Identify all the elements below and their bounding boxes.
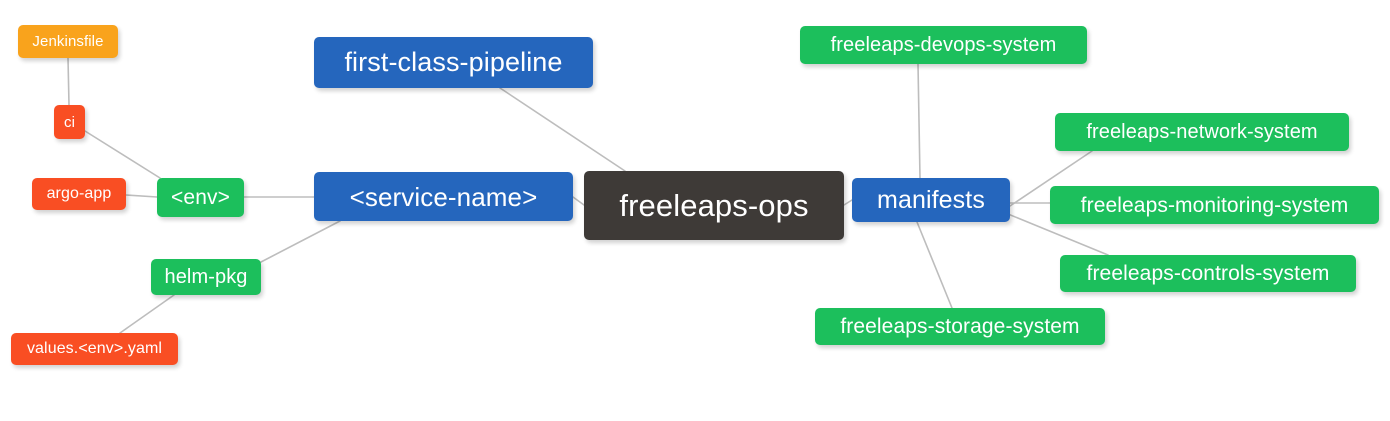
node-service-name[interactable]: <service-name> [314, 172, 573, 221]
node-helm-pkg[interactable]: helm-pkg [151, 259, 261, 295]
node-label: freeleaps-devops-system [830, 34, 1057, 56]
node-env[interactable]: <env> [157, 178, 244, 217]
node-label: freeleaps-monitoring-system [1080, 193, 1349, 217]
node-label: freeleaps-storage-system [840, 315, 1080, 338]
edge-env-to-ci [84, 130, 161, 179]
node-label: Jenkinsfile [32, 33, 104, 50]
node-freeleaps-storage-system[interactable]: freeleaps-storage-system [815, 308, 1105, 345]
node-freeleaps-ops[interactable]: freeleaps-ops [584, 171, 844, 240]
edge-manifests-to-freeleaps-devops-system [917, 63, 921, 179]
edge-service-name-to-helm-pkg [260, 220, 341, 263]
node-freeleaps-monitoring-system[interactable]: freeleaps-monitoring-system [1050, 186, 1379, 224]
node-freeleaps-devops-system[interactable]: freeleaps-devops-system [800, 26, 1087, 64]
edge-freeleaps-ops-to-first-class-pipeline [499, 87, 626, 172]
node-label: argo-app [46, 185, 112, 202]
edge-freeleaps-ops-to-manifests [843, 199, 853, 206]
node-label: <env> [171, 186, 230, 209]
node-ci[interactable]: ci [54, 105, 85, 139]
node-manifests[interactable]: manifests [852, 178, 1010, 222]
node-label: values.<env>.yaml [26, 340, 163, 357]
node-values-env-yaml[interactable]: values.<env>.yaml [11, 333, 178, 365]
node-first-class-pipeline[interactable]: first-class-pipeline [314, 37, 593, 88]
edge-manifests-to-freeleaps-storage-system [916, 221, 953, 309]
node-label: freeleaps-network-system [1086, 121, 1318, 143]
node-jenkinsfile[interactable]: Jenkinsfile [18, 25, 118, 58]
node-label: ci [63, 113, 76, 131]
node-label: freeleaps-controls-system [1086, 262, 1330, 285]
node-label: first-class-pipeline [344, 47, 563, 77]
node-label: manifests [877, 185, 985, 214]
edge-env-to-argo-app [125, 194, 158, 198]
edge-helm-pkg-to-values-env-yaml [119, 294, 175, 334]
node-label: freeleaps-ops [619, 188, 809, 223]
node-label: helm-pkg [164, 266, 248, 288]
edge-freeleaps-ops-to-service-name [572, 196, 585, 206]
node-freeleaps-controls-system[interactable]: freeleaps-controls-system [1060, 255, 1356, 292]
node-label: <service-name> [349, 181, 538, 212]
node-argo-app[interactable]: argo-app [32, 178, 126, 210]
edge-ci-to-jenkinsfile [67, 57, 70, 106]
node-freeleaps-network-system[interactable]: freeleaps-network-system [1055, 113, 1349, 151]
